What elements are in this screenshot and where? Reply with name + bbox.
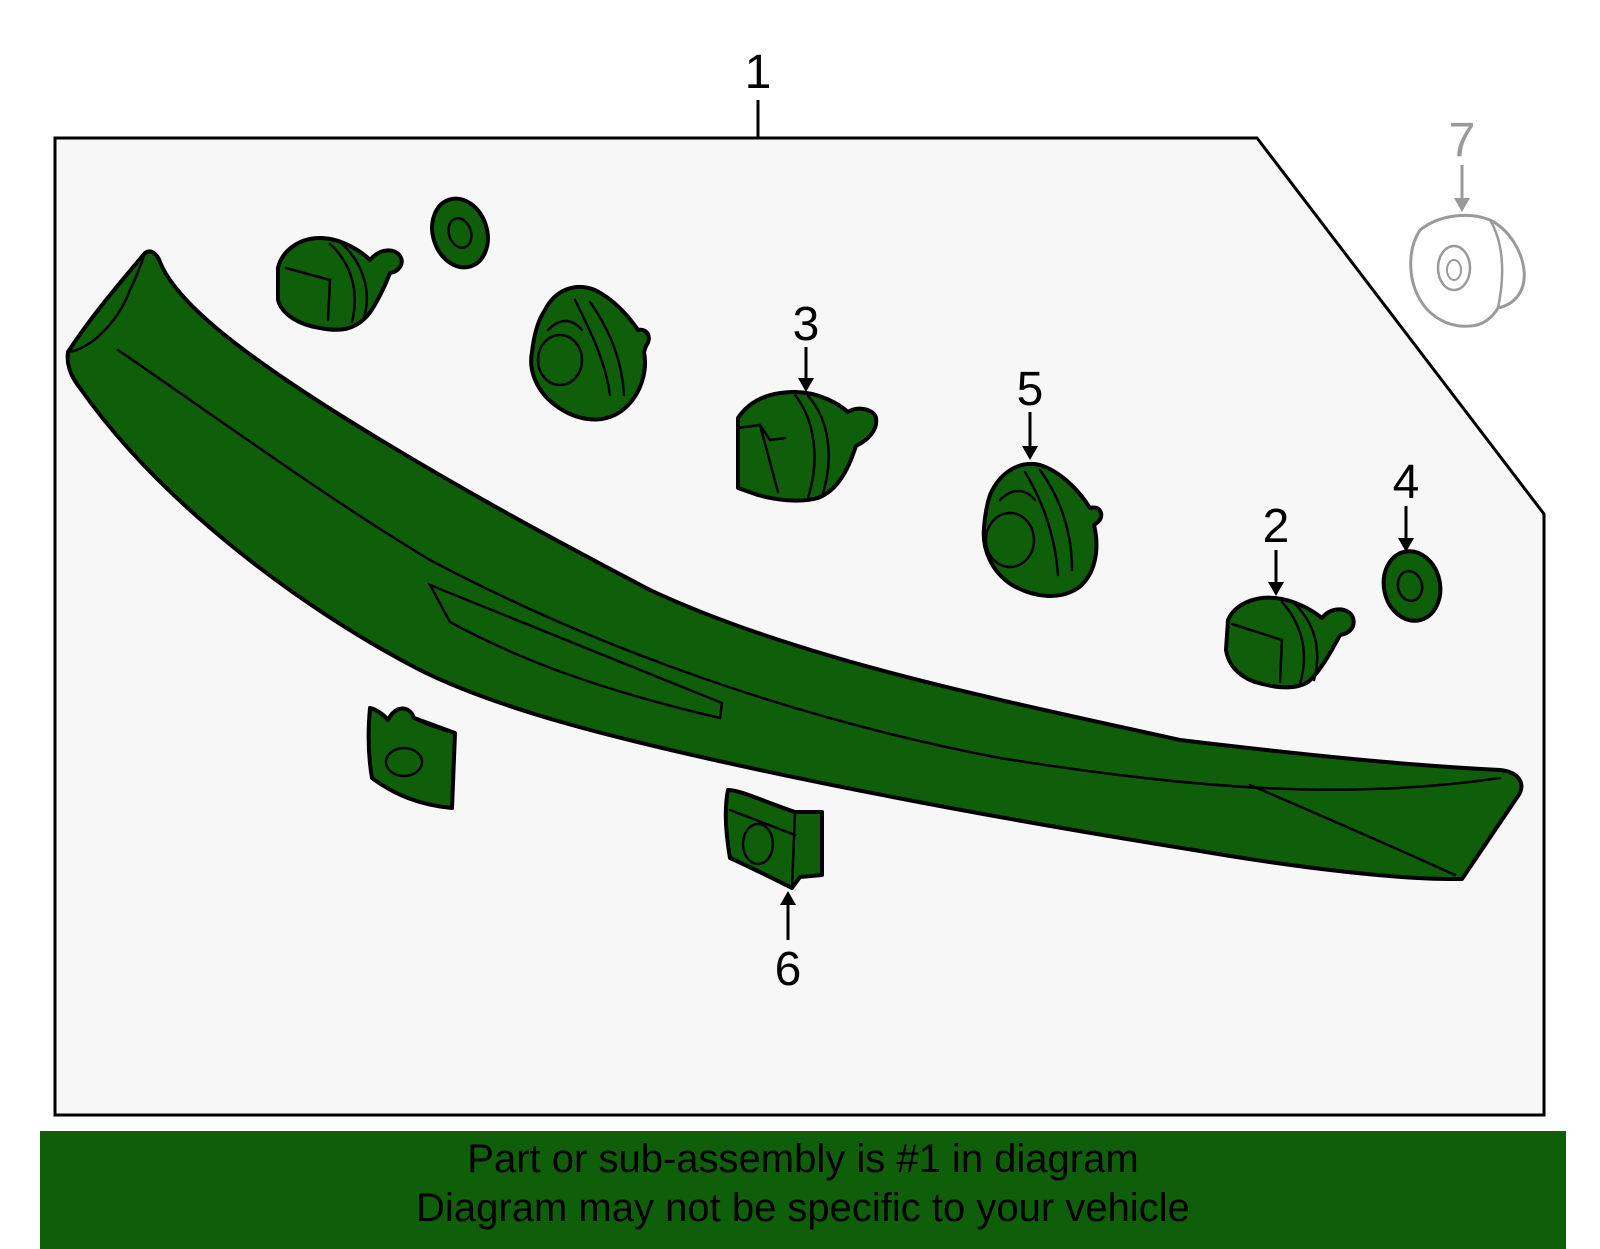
grommet-small-top[interactable]	[424, 191, 497, 274]
bracket-lower-left[interactable]	[366, 706, 457, 810]
part-3-clip[interactable]	[736, 390, 879, 503]
assembly-panel	[53, 136, 1546, 1117]
socket-round-top[interactable]	[529, 284, 651, 422]
callout-5[interactable]: 5	[1017, 363, 1044, 416]
banner-line-1: Part or sub-assembly is #1 in diagram	[467, 1137, 1139, 1181]
part-7-reference[interactable]	[1409, 213, 1526, 328]
banner-line-2: Diagram may not be specific to your vehi…	[416, 1186, 1190, 1230]
callout-4[interactable]: 4	[1393, 456, 1420, 509]
callout-4-arrowhead	[1398, 538, 1414, 552]
callout-3-arrowhead	[798, 378, 814, 392]
part-4-grommet[interactable]	[1377, 546, 1446, 626]
part-2-clip[interactable]	[1224, 595, 1356, 690]
callout-2[interactable]: 2	[1263, 500, 1290, 553]
callout-6[interactable]: 6	[775, 943, 802, 996]
callout-7-arrowhead	[1454, 198, 1470, 212]
callout-7[interactable]: 7	[1449, 114, 1476, 167]
clip-top-left[interactable]	[276, 236, 404, 332]
trim-panel[interactable]	[65, 249, 1524, 882]
part-5-socket[interactable]	[981, 461, 1104, 598]
callout-1[interactable]: 1	[745, 46, 772, 99]
callout-2-arrowhead	[1268, 582, 1284, 596]
callout-6-arrowhead	[780, 891, 796, 905]
part-6-bracket[interactable]	[723, 788, 824, 890]
info-banner: Part or sub-assembly is #1 in diagram Di…	[40, 1131, 1566, 1249]
callout-5-arrowhead	[1022, 446, 1038, 460]
callout-3[interactable]: 3	[793, 298, 820, 351]
